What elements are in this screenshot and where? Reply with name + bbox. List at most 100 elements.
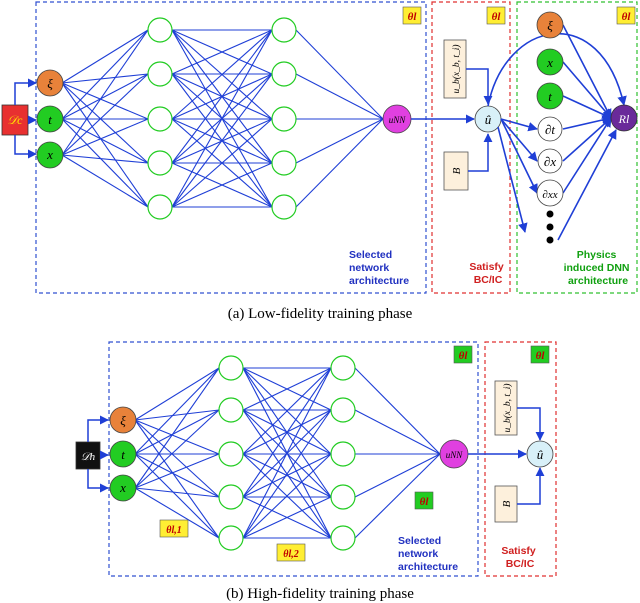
dc-to-x-line (14, 135, 37, 159)
network-box-a (35, 1, 427, 294)
hidden-node-a (147, 106, 173, 132)
edge-b (134, 409, 220, 489)
hidden-node-a (271, 17, 297, 43)
phys-to-residual-edge (562, 117, 612, 194)
edge-b (134, 487, 220, 539)
hidden-node-b (218, 525, 244, 551)
theta-badge-bc-a (486, 6, 506, 25)
theta-label-network-b: θl (459, 350, 469, 362)
edge-a (61, 73, 149, 84)
network-edges-a (61, 29, 384, 208)
phys-node-dxx (536, 179, 564, 207)
input-label-t-a: t (48, 112, 52, 127)
theta-badge-mid-b (414, 491, 434, 510)
bc-bottom-label-a: B (451, 167, 463, 174)
edge-b (134, 409, 220, 455)
edge-a (295, 29, 384, 120)
hidden-node-a (147, 150, 173, 176)
edge-b (134, 487, 220, 498)
ellipsis-dot-1 (546, 210, 554, 218)
caption-a: (a) Low-fidelity training phase (228, 306, 413, 322)
physics-edges-a (487, 24, 627, 241)
bc-top-label-a: u_b(x_b, t_i) (451, 44, 462, 93)
dc-to-xi-line (14, 78, 37, 105)
phys-to-residual-edge (562, 24, 612, 119)
hidden-node-b (330, 397, 356, 423)
phys-label-x: x (546, 55, 553, 70)
residual-label: Rl (618, 112, 630, 126)
edge-a (61, 29, 149, 84)
edge-a (171, 29, 273, 208)
hat-to-more-edge (497, 126, 528, 233)
network-label-a: Selected network architecture (349, 249, 409, 287)
input-node-xi-b (109, 406, 137, 434)
input-node-x-a (36, 141, 64, 169)
edge-b (134, 367, 220, 455)
dh-to-x-line (87, 469, 109, 493)
input-label-x-a: x (46, 147, 53, 162)
residual-node (610, 104, 638, 132)
bc-box-a (431, 1, 511, 294)
bc-bottom-label-b: B (501, 500, 513, 507)
edge-b (134, 453, 220, 498)
bc-bottom-arrow-a (468, 133, 493, 172)
phys-node-x (536, 48, 564, 76)
dc-source-label: 𝒟c (8, 113, 24, 127)
hidden-node-a (271, 61, 297, 87)
edge-b (242, 453, 332, 539)
hidden-node-b (218, 397, 244, 423)
input-node-xi-a (36, 69, 64, 97)
phys-node-dt (537, 116, 563, 142)
input-label-x-b: x (119, 480, 126, 495)
theta-badge-phys-a (616, 6, 636, 25)
edge-b (134, 367, 220, 421)
phys-label-t: t (548, 89, 552, 104)
ellipsis-dot-2 (546, 223, 554, 231)
edge-b (242, 367, 332, 539)
hidden-node-a (271, 150, 297, 176)
edge-a (61, 154, 149, 164)
edge-a (61, 118, 149, 164)
edge-a (61, 82, 149, 120)
hidden-node-b (330, 525, 356, 551)
input-node-x-b (109, 474, 137, 502)
bc-top-label-b: u_b(x_b, t_i) (502, 383, 513, 432)
hat-to-derivative-edge (500, 118, 538, 194)
phys-node-dx (537, 148, 563, 174)
hidden-node-b (330, 355, 356, 381)
edge-a (61, 29, 149, 120)
bc-label-a: Satisfy BC/IC (469, 261, 506, 286)
hidden-node-a (147, 61, 173, 87)
hidden-node-b (330, 441, 356, 467)
edge-b (242, 453, 332, 498)
theta-label-network-a: θl (408, 11, 418, 23)
edge-a (61, 73, 149, 120)
theta-badge-bc-b (530, 345, 550, 364)
edge-a (295, 118, 384, 208)
phys-label-xi: ξ (547, 18, 553, 33)
edge-b (242, 496, 332, 539)
unn-label-a: uNN (389, 115, 407, 125)
edge-b (242, 367, 332, 498)
physics-box-a (516, 1, 638, 294)
hat-u-node-b (526, 440, 554, 468)
theta-label-l2-b: θl,2 (283, 549, 298, 560)
theta-badge-l1-b (159, 519, 189, 538)
hidden-node-b (330, 484, 356, 510)
edge-b (242, 367, 332, 455)
hat-to-derivative-edge (500, 118, 538, 162)
physics-label-a: Physics induced DNN architecture (564, 249, 633, 287)
theta-label-phys-a: θl (622, 11, 632, 23)
panel-b: 𝒟h ξ t x uNN θl θl θl θl,1 θl,2 u_b(x_b,… (75, 341, 557, 602)
input-label-xi-a: ξ (47, 76, 53, 91)
edge-b (134, 419, 220, 498)
edge-b (134, 367, 220, 489)
hidden-node-a (271, 194, 297, 220)
theta-label-bc-a: θl (492, 11, 502, 23)
dh-source-label: 𝒟h (81, 451, 96, 463)
hidden-node-a (147, 17, 173, 43)
edge-b (354, 367, 441, 455)
hidden-node-b (218, 441, 244, 467)
edge-b (354, 409, 441, 455)
